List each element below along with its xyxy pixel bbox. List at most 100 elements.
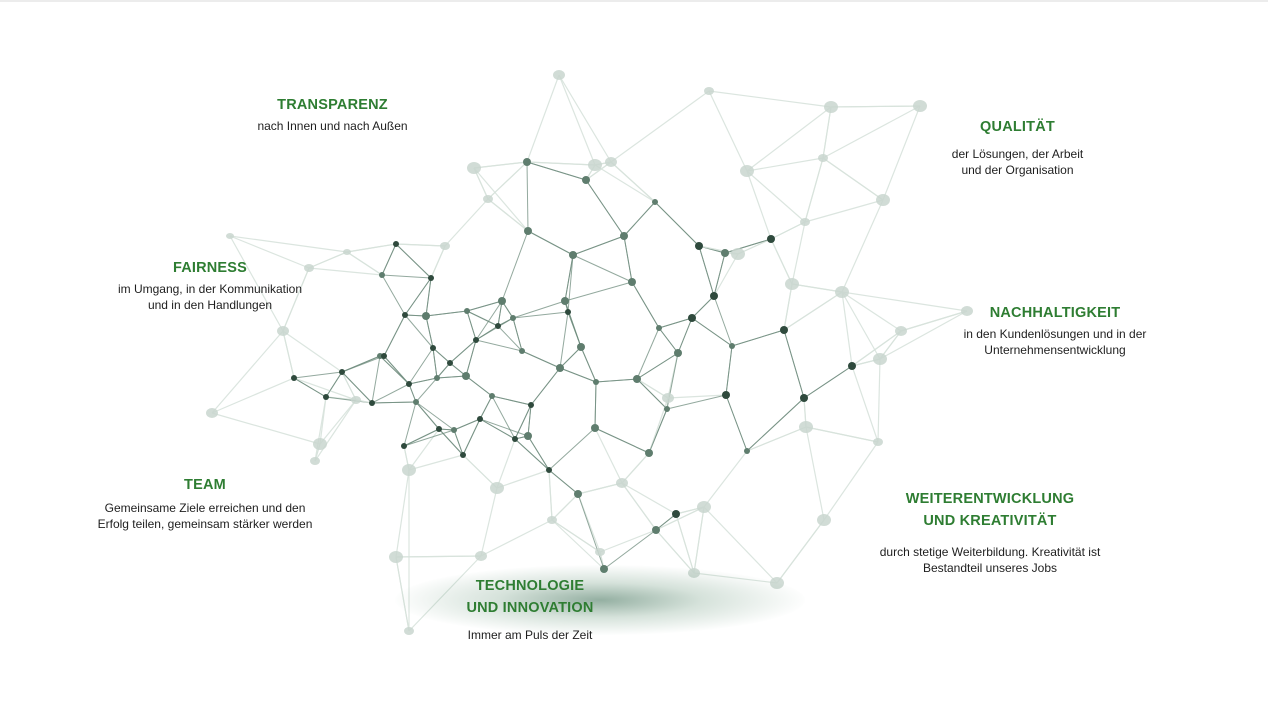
network-node <box>351 396 361 404</box>
network-node <box>310 457 320 465</box>
network-node <box>428 275 434 281</box>
network-edge <box>804 199 884 223</box>
network-edge <box>341 371 373 404</box>
network-edge <box>527 230 574 256</box>
network-edge <box>599 529 657 553</box>
network-edge <box>746 170 806 223</box>
network-node <box>430 345 436 351</box>
network-edge <box>308 251 348 269</box>
network-edge <box>526 161 587 181</box>
value-desc-line: der Lösungen, der Arbeit <box>951 147 1084 161</box>
network-edge <box>713 295 733 347</box>
network-node <box>436 426 442 432</box>
network-node <box>475 551 487 561</box>
network-node <box>688 314 696 322</box>
network-edge <box>559 311 569 369</box>
network-node <box>523 158 531 166</box>
value-nachhaltigkeit: NACHHALTIGKEIT in den Kundenlösungen und… <box>930 302 1180 358</box>
network-edge <box>610 90 710 163</box>
network-edge <box>479 395 493 420</box>
network-edge <box>371 401 417 404</box>
network-node <box>895 326 907 336</box>
network-node <box>620 232 628 240</box>
value-desc-line: Bestandteil unseres Jobs <box>922 561 1058 575</box>
value-title-weiterentwicklung: WEITERENTWICKLUNG UND KREATIVITÄT <box>855 488 1125 532</box>
network-node <box>722 391 730 399</box>
network-node <box>582 176 590 184</box>
network-edge <box>466 310 499 327</box>
network-edge <box>713 253 739 297</box>
value-desc-line: und in den Handlungen <box>147 298 273 312</box>
network-node <box>404 627 414 635</box>
network-edge <box>666 394 727 410</box>
network-edge <box>595 378 638 383</box>
network-edge <box>404 277 432 316</box>
network-node <box>546 467 552 473</box>
network-edge <box>851 330 902 367</box>
network-edge <box>851 365 879 443</box>
network-edge <box>521 350 561 369</box>
network-edge <box>480 519 553 557</box>
network-node <box>422 312 430 320</box>
network-node <box>569 251 577 259</box>
value-technologie: TECHNOLOGIE UND INNOVATION Immer am Puls… <box>420 575 640 643</box>
network-node <box>379 272 385 278</box>
network-edge <box>841 291 853 367</box>
value-desc-team: Gemeinsame Ziele erreichen und den Erfol… <box>75 500 335 532</box>
network-node <box>498 297 506 305</box>
network-node <box>656 325 662 331</box>
network-node <box>447 360 453 366</box>
value-title-qualitaet: QUALITÄT <box>980 119 1055 135</box>
value-desc-technologie: Immer am Puls der Zeit <box>420 627 640 643</box>
network-edge <box>746 397 805 452</box>
top-divider-line <box>0 0 1268 2</box>
network-edge <box>841 291 902 332</box>
network-edge <box>691 295 715 319</box>
value-desc-qualitaet: der Lösungen, der Arbeit und der Organis… <box>900 146 1135 178</box>
network-node <box>402 464 416 476</box>
network-edge <box>783 329 805 399</box>
network-node <box>817 514 831 526</box>
network-node <box>406 381 412 387</box>
network-node <box>595 548 605 556</box>
network-edge <box>314 396 327 462</box>
network-edge <box>636 378 669 399</box>
network-edge <box>475 300 503 341</box>
network-node <box>561 297 569 305</box>
network-node <box>721 249 729 257</box>
network-edge <box>572 254 633 283</box>
network-edge <box>559 367 597 383</box>
network-edge <box>558 74 596 166</box>
network-edge <box>770 238 793 285</box>
network-edge <box>229 235 348 253</box>
value-desc-line: im Umgang, in der Kommunikation <box>117 282 303 296</box>
network-node <box>848 362 856 370</box>
network-edge <box>425 315 434 349</box>
network-node <box>591 424 599 432</box>
network-edge <box>594 164 656 203</box>
network-node <box>323 394 329 400</box>
network-edge <box>725 345 733 396</box>
network-node <box>460 452 466 458</box>
network-edge <box>877 358 881 443</box>
value-desc-line: nach Innen und nach Außen <box>257 119 408 133</box>
network-edge <box>693 506 705 574</box>
network-edge <box>314 399 357 462</box>
network-edge <box>577 482 623 495</box>
network-node <box>413 399 419 405</box>
network-edge <box>724 238 772 254</box>
network-edge <box>371 383 410 404</box>
network-edge <box>841 291 881 360</box>
network-edge <box>746 170 772 240</box>
network-edge <box>415 377 438 403</box>
network-node <box>462 372 470 380</box>
network-edge <box>558 74 612 163</box>
network-node <box>495 323 501 329</box>
network-node <box>605 157 617 167</box>
network-edge <box>408 383 417 403</box>
value-title-line: WEITERENTWICKLUNG <box>905 491 1075 507</box>
network-edges <box>211 74 968 632</box>
value-desc-weiterentwicklung: durch stetige Weiterbildung. Kreativität… <box>855 544 1125 576</box>
network-edge <box>444 198 489 247</box>
network-edge <box>415 401 455 431</box>
